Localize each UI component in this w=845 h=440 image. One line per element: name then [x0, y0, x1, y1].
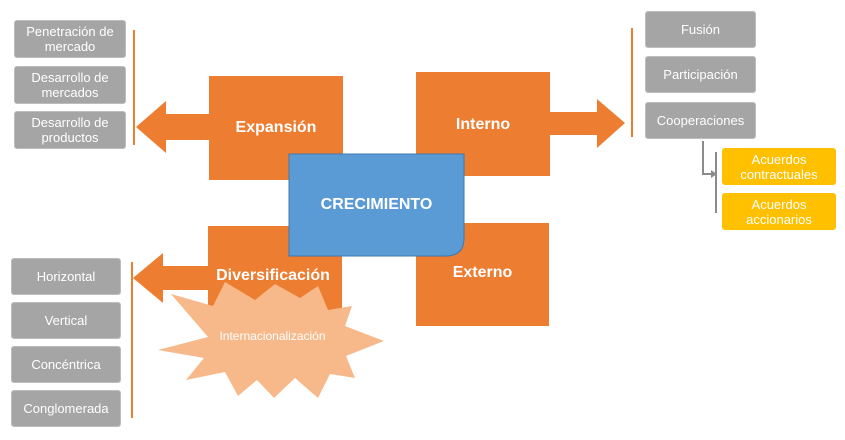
crecimiento-label: CRECIMIENTO	[320, 196, 433, 213]
expansion-arrow	[136, 101, 209, 153]
diversificacion-item-horizontal: Horizontal	[11, 258, 121, 295]
crecimiento-box	[288, 153, 465, 257]
expansion-item-penetracion: Penetración de mercado	[14, 20, 126, 58]
diversificacion-label: Diversificación	[216, 267, 330, 284]
cooperaciones-item-accionarios: Acuerdos accionarios	[722, 193, 836, 230]
interno-arrow	[550, 99, 625, 148]
diversificacion-item-conglomerada: Conglomerada	[11, 390, 121, 427]
cooperaciones-connector	[702, 141, 712, 175]
interno-item-participacion: Participación	[645, 56, 756, 93]
expansion-label: Expansión	[235, 119, 317, 136]
internacionalizacion-label: Internacionalización	[219, 329, 326, 343]
expansion-item-desarrollo-productos: Desarrollo de productos	[14, 111, 126, 149]
internacionalizacion-starburst	[158, 282, 384, 398]
externo-label: Externo	[452, 264, 513, 281]
expansion-item-desarrollo-mercados: Desarrollo de mercados	[14, 66, 126, 104]
interno-item-fusion: Fusión	[645, 11, 756, 48]
cooperaciones-connector-arrowhead	[711, 170, 717, 178]
cooperaciones-item-contractuales: Acuerdos contractuales	[722, 148, 836, 185]
diversificacion-arrow	[133, 253, 208, 303]
interno-item-cooperaciones: Cooperaciones	[645, 102, 756, 139]
diversificacion-item-vertical: Vertical	[11, 302, 121, 339]
interno-label: Interno	[455, 116, 511, 133]
diversificacion-item-concentrica: Concéntrica	[11, 346, 121, 383]
